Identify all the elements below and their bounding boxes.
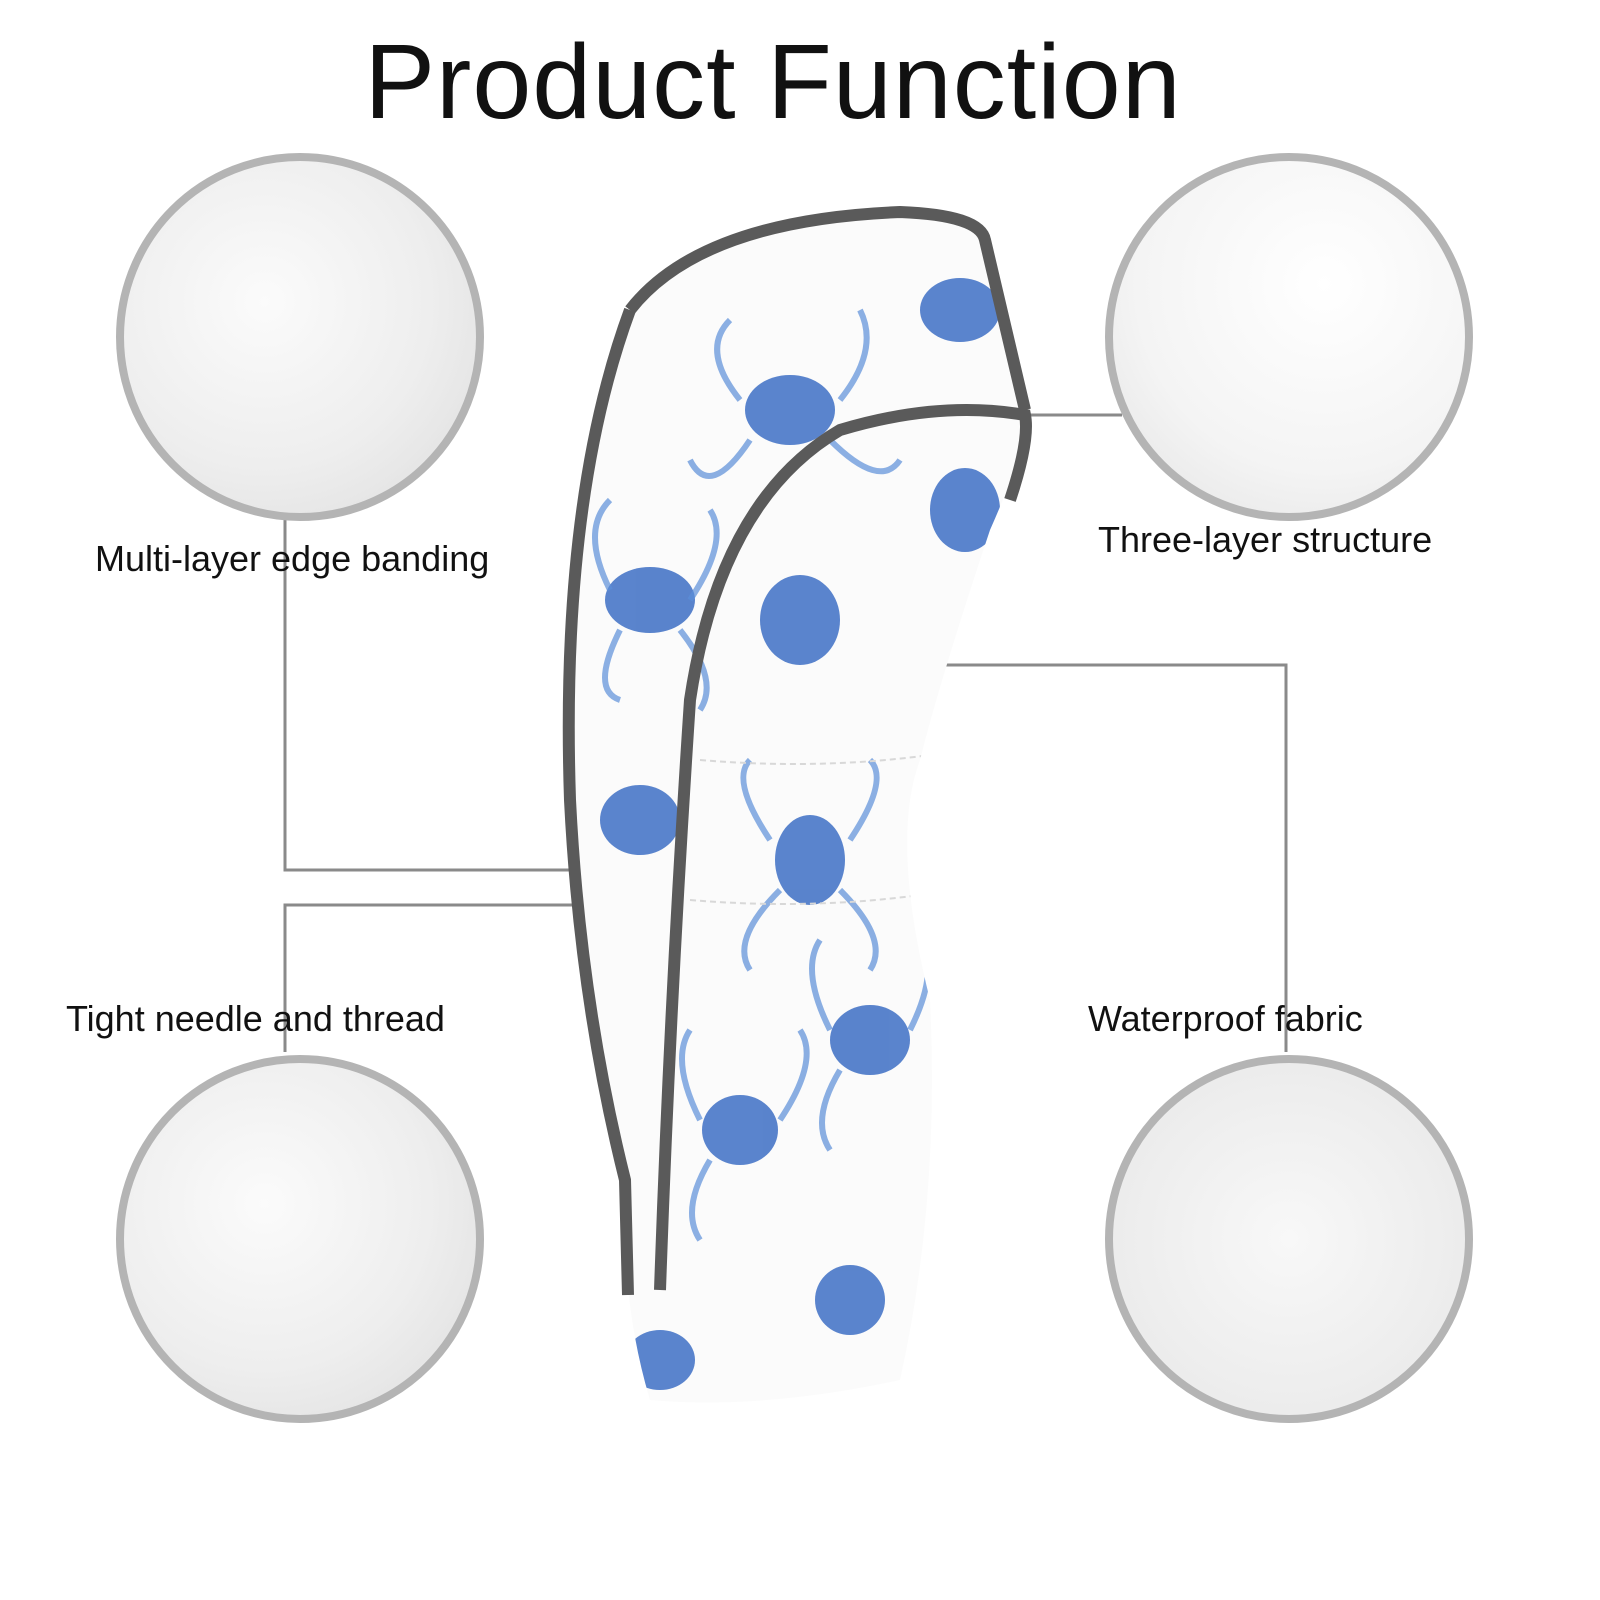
feature-label-stitching: Tight needle and thread — [66, 998, 445, 1039]
page-title: Product Function — [364, 23, 1182, 141]
three-layer-detail-image — [1105, 153, 1473, 521]
edge-banding-detail-image — [116, 153, 484, 521]
stitching-detail-image — [116, 1055, 484, 1423]
waterproof-detail-image — [1105, 1055, 1473, 1423]
feature-label-edge-banding: Multi-layer edge banding — [95, 538, 490, 579]
feature-label-waterproof: Waterproof fabric — [1088, 998, 1363, 1039]
feature-label-three-layer: Three-layer structure — [1098, 519, 1433, 560]
golf-headcover-image — [562, 205, 1032, 1403]
